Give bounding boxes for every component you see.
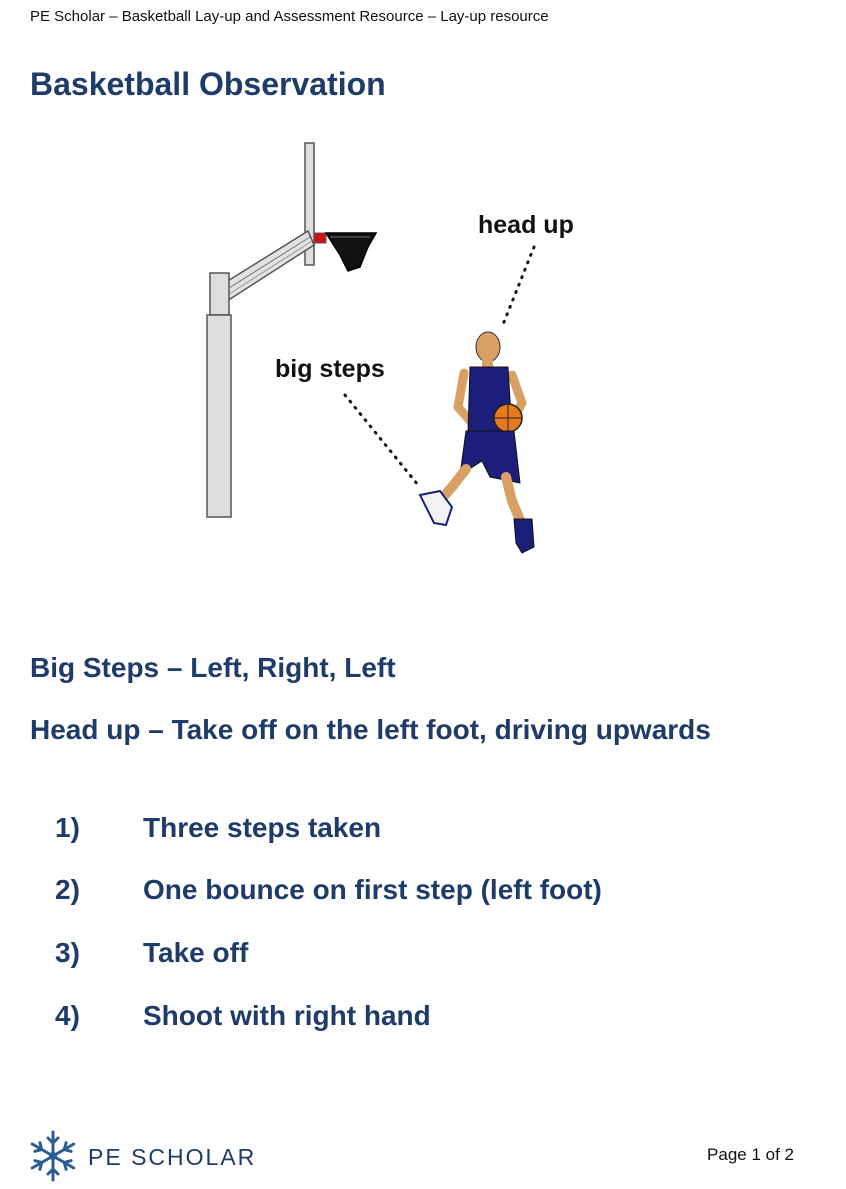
statement-head-up: Head up – Take off on the left foot, dri… <box>30 714 711 745</box>
label-big-steps: big steps <box>275 355 385 383</box>
step-item: 2) One bounce on first step (left foot) <box>55 874 755 914</box>
pe-scholar-logo: PE SCHOLAR <box>24 1128 284 1184</box>
snowflake-logo-icon <box>30 1130 76 1182</box>
step-number: 2) <box>55 874 80 905</box>
layup-illustration: head up big steps <box>190 135 610 565</box>
step-text: Shoot with right hand <box>143 1000 431 1031</box>
page-number: Page 1 of 2 <box>707 1145 794 1164</box>
running-header: PE Scholar – Basketball Lay-up and Asses… <box>30 8 549 25</box>
brand-name: PE SCHOLAR <box>88 1144 257 1170</box>
page-title: Basketball Observation <box>30 66 386 102</box>
step-number: 3) <box>55 937 80 968</box>
step-number: 4) <box>55 1000 80 1031</box>
label-head-up: head up <box>478 211 574 239</box>
step-text: Take off <box>143 937 249 968</box>
basketball-hoop-and-player-icon <box>206 142 536 554</box>
step-number: 1) <box>55 812 80 843</box>
step-text: One bounce on first step (left foot) <box>143 874 602 905</box>
step-item: 4) Shoot with right hand <box>55 1000 755 1040</box>
step-text: Three steps taken <box>143 812 382 843</box>
statement-big-steps: Big Steps – Left, Right, Left <box>30 652 396 683</box>
step-item: 1) Three steps taken <box>55 812 755 852</box>
step-item: 3) Take off <box>55 937 755 977</box>
